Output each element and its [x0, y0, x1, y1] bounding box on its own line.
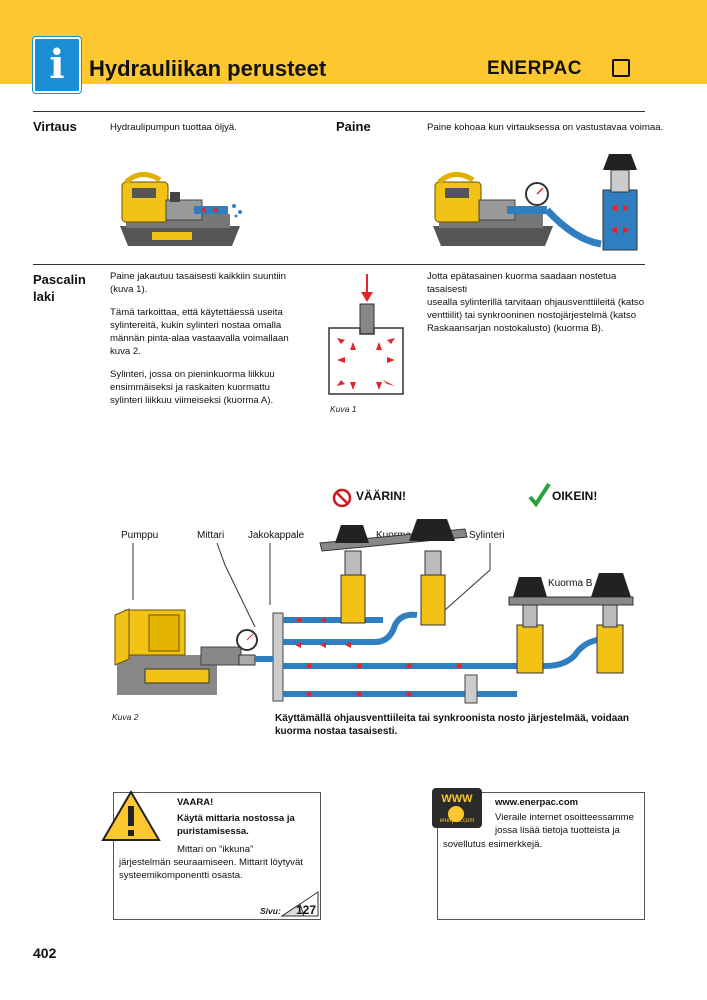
flow-pump-illustration	[120, 172, 242, 246]
header-band	[0, 0, 707, 84]
pascal-col1: Paine jakautuu tasaisesti kaikkiin suunt…	[110, 270, 320, 407]
page-number: 402	[33, 945, 57, 961]
pascal-col1-line: ensimmäiseksi ja raskaiten kuormattu	[110, 382, 270, 393]
pascal-col2-line: Raskaansarjan nostokalusto) (kuorma B).	[427, 323, 604, 334]
pascal-col1-line: sylinteri liikkuu viimeiseksi (kuorma A)…	[110, 395, 274, 406]
right-label: OIKEIN!	[552, 489, 598, 503]
warning-line5: systeemikomponentti osasta.	[119, 870, 243, 881]
spacer	[110, 358, 320, 368]
sivu-value: 127	[296, 903, 317, 917]
kuva1-caption: Kuva 1	[330, 404, 357, 414]
web-line2: jossa lisää tietoja tuotteista ja	[495, 825, 620, 836]
warning-line3: Mittari on “ikkuna”	[177, 844, 254, 855]
pascal-col2-line: usealla sylinterillä tarvitaan ohjausven…	[427, 297, 645, 308]
www-badge: WWW enerpac.com	[432, 788, 482, 828]
page-title: Hydrauliikan perusteet	[89, 56, 327, 81]
brand-logo: ENERPAC	[487, 58, 582, 79]
wrong-icon	[332, 488, 352, 508]
www-badge-text: WWW	[441, 793, 473, 805]
page-corner-icon	[280, 891, 319, 917]
pumppu-label: Pumppu	[121, 530, 159, 541]
pascal-heading-line1: Pascalin	[33, 272, 86, 287]
web-url[interactable]: www.enerpac.com	[495, 797, 579, 808]
kuva2-caption: Kuva 2	[112, 712, 139, 722]
sylinteri-label: Sylinteri	[469, 530, 505, 541]
brand-mark-icon	[612, 59, 630, 77]
pascal-col2-line: venttiilit) tai synkrooninen nostojärjes…	[427, 310, 637, 321]
wrong-label: VÄÄRIN!	[356, 489, 406, 503]
sivu-label: Sivu:	[260, 906, 281, 916]
pascal-heading-line2: laki	[33, 289, 55, 304]
pascal-col1-line: kuva 2.	[110, 346, 141, 357]
globe-icon	[448, 806, 464, 822]
pascal-col1-line: Tämä tarkoittaa, että käytettäessä useit…	[110, 307, 283, 318]
web-line3: sovellutus esimerkkejä.	[443, 839, 543, 850]
virtaus-heading: Virtaus	[33, 119, 77, 134]
paine-text: Paine kohoaa kun virtauksessa on vastust…	[427, 122, 664, 133]
section-rule-mid	[33, 264, 645, 265]
pressure-pump-illustration	[433, 154, 638, 251]
warning-line2: puristamisessa.	[177, 826, 249, 837]
web-line1: Vieraile internet osoitteessamme	[495, 812, 635, 823]
warning-box	[113, 792, 321, 920]
kuorma-b-label: Kuorma B	[548, 578, 593, 589]
jakokappale-label: Jakokappale	[248, 530, 305, 541]
warning-line4: järjestelmän seuraamiseen. Mittarit löyt…	[119, 857, 303, 868]
pascal-vessel-diagram	[328, 274, 404, 395]
mittari-label: Mittari	[197, 530, 225, 541]
pascal-col1-line: Sylinteri, jossa on pieninkuorma liikkuu	[110, 369, 275, 380]
virtaus-text: Hydraulipumpun tuottaa öljyä.	[110, 122, 237, 133]
pascal-col2: Jotta epätasainen kuorma saadaan nostetu…	[427, 270, 657, 335]
section-rule-top	[33, 111, 645, 112]
paine-heading: Paine	[336, 119, 371, 134]
pascal-col2-line: Jotta epätasainen kuorma saadaan nostetu…	[427, 271, 617, 295]
pascal-col1-line: männän pinta-alaa vastaavalla voimallaan	[110, 333, 289, 344]
warning-title: VAARA!	[177, 797, 214, 808]
spacer	[110, 296, 320, 306]
warning-line1: Käytä mittaria nostossa ja	[177, 813, 295, 824]
pascal-col1-line: (kuva 1).	[110, 284, 148, 295]
check-icon	[528, 482, 551, 508]
pascal-col1-line: sylintereitä, kukin sylinteri nostaa oma…	[110, 320, 282, 331]
warning-icon	[101, 790, 161, 841]
info-icon: i	[33, 37, 81, 93]
pascal-col1-line: Paine jakautuu tasaisesti kaikkiin suunt…	[110, 271, 286, 282]
diagram2-note: Käyttämällä ohjausventtiileita tai synkr…	[275, 713, 630, 737]
system-diagram	[114, 519, 634, 704]
www-badge-sub: enerpac.com	[439, 818, 475, 824]
info-glyph: i	[49, 41, 65, 88]
